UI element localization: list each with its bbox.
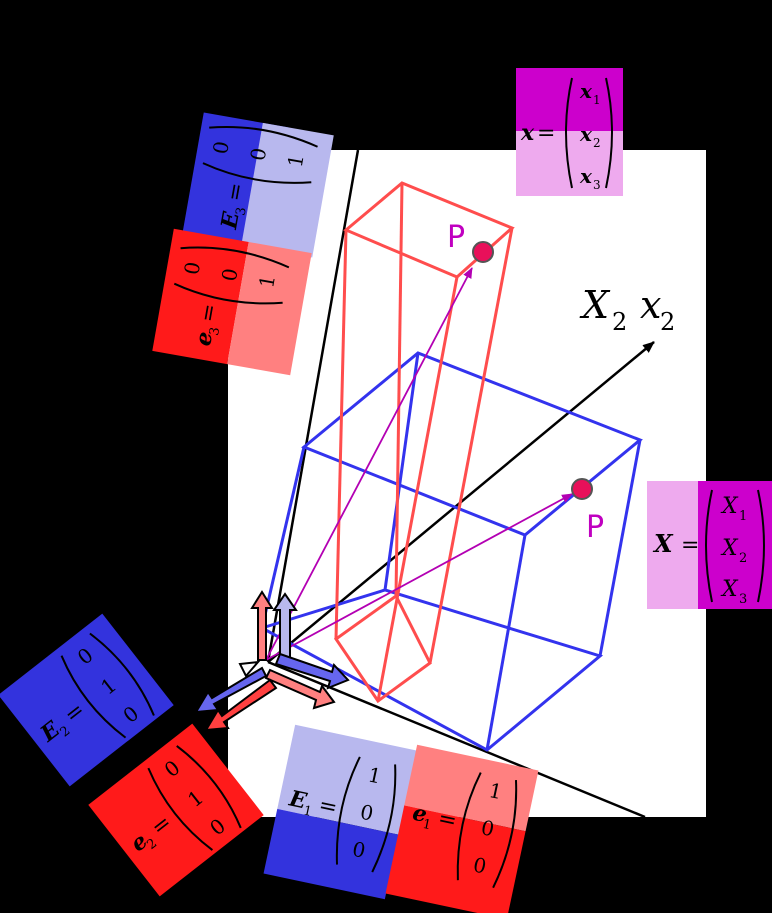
svg-text:2: 2 xyxy=(593,136,601,150)
point-label-current: P xyxy=(447,220,465,255)
svg-text:1: 1 xyxy=(254,273,280,290)
svg-text:0: 0 xyxy=(350,837,367,863)
svg-text:0: 0 xyxy=(358,800,375,826)
current-configuration-box xyxy=(333,181,515,704)
point-marker-icon xyxy=(472,241,494,263)
svg-text:=: = xyxy=(316,793,339,821)
svg-text:X: X xyxy=(720,494,739,519)
svg-text:0: 0 xyxy=(245,146,271,163)
basis-arrows-icon xyxy=(194,590,350,732)
axis-2-label: X 2 x 2 xyxy=(579,283,675,336)
svg-text:0: 0 xyxy=(479,815,496,841)
basis-box-e1: e 1 = 1 0 0 xyxy=(385,744,539,913)
svg-text:=: = xyxy=(681,533,699,558)
svg-text:3: 3 xyxy=(739,592,747,607)
svg-text:3: 3 xyxy=(234,206,250,217)
svg-text:X: X xyxy=(720,536,739,561)
svg-text:x: x xyxy=(640,283,661,327)
svg-text:0: 0 xyxy=(217,266,243,283)
svg-text:e: e xyxy=(190,330,218,348)
svg-text:X: X xyxy=(579,283,611,327)
position-vectors xyxy=(265,267,573,661)
svg-text:0: 0 xyxy=(471,852,488,878)
svg-text:E: E xyxy=(216,209,245,232)
point-marker-icon xyxy=(571,478,593,500)
svg-text:x: x xyxy=(579,122,593,146)
svg-text:X: X xyxy=(720,577,739,602)
position-vector-x xyxy=(265,267,473,661)
svg-text:e: e xyxy=(410,800,429,828)
svg-text:1: 1 xyxy=(487,778,504,804)
svg-text:=: = xyxy=(195,302,223,324)
svg-text:1: 1 xyxy=(302,804,313,820)
basis-box-E2: E 2 = 0 1 0 xyxy=(0,613,174,787)
svg-text:=: = xyxy=(222,181,250,203)
basis-box-E3: E 3 = 0 0 1 xyxy=(182,112,334,258)
spatial-position-vector-box: x = x 1 x 2 x 3 xyxy=(516,68,623,196)
svg-text:=: = xyxy=(537,121,555,146)
basis-box-e2: e 2 = 0 1 0 xyxy=(88,723,264,897)
svg-text:3: 3 xyxy=(593,178,601,192)
svg-text:0: 0 xyxy=(179,260,205,277)
svg-text:x: x xyxy=(520,120,535,146)
axis-3 xyxy=(266,149,360,663)
svg-text:3: 3 xyxy=(207,326,223,337)
svg-text:2: 2 xyxy=(660,308,675,336)
svg-text:x: x xyxy=(579,79,593,103)
basis-box-e3: e 3 = 0 0 1 xyxy=(152,228,312,376)
basis-box-E1: E 1 = 1 0 0 xyxy=(263,724,417,900)
point-label-reference: P xyxy=(586,510,604,545)
svg-text:1: 1 xyxy=(283,152,309,169)
svg-text:2: 2 xyxy=(612,308,627,336)
svg-text:2: 2 xyxy=(739,551,747,566)
svg-text:=: = xyxy=(436,806,459,834)
svg-text:1: 1 xyxy=(739,509,747,524)
svg-text:0: 0 xyxy=(208,139,234,156)
svg-text:1: 1 xyxy=(366,762,383,788)
position-vector-X xyxy=(265,493,573,661)
reference-configuration-box xyxy=(258,351,643,752)
svg-text:1: 1 xyxy=(421,817,432,833)
svg-text:E: E xyxy=(286,785,310,814)
svg-text:1: 1 xyxy=(593,93,601,107)
material-position-vector-box: X = X 1 X 2 X 3 xyxy=(647,481,772,609)
svg-text:x: x xyxy=(579,164,593,188)
svg-text:X: X xyxy=(652,529,674,558)
